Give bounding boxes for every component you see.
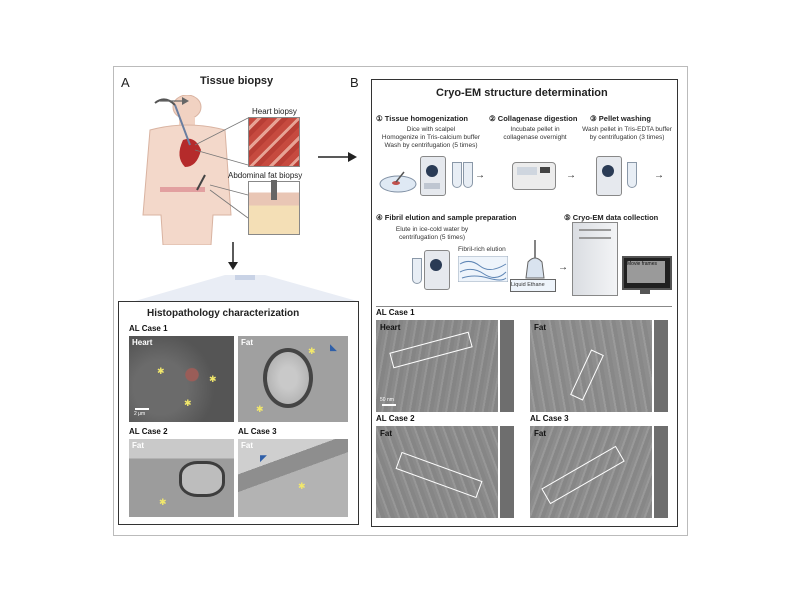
- arrow-step4-5-icon: →: [558, 262, 568, 273]
- step5-title: ⑤ Cryo-EM data collection: [564, 213, 659, 222]
- fibril-label: Fibril-rich elution: [458, 246, 506, 253]
- step3-text: Wash pellet in Tris-EDTA buffer by centr…: [582, 126, 672, 141]
- tube-icon: [452, 162, 462, 188]
- em-case1-fat-zoom: [654, 320, 668, 412]
- arrow-step1-2-icon: →: [475, 170, 485, 181]
- step1-text: Dice with scalpel Homogenize in Tris-cal…: [381, 126, 481, 149]
- amyloid-star-icon: ✱: [256, 404, 264, 414]
- histo-case1-fat-image: Fat ✱ ✱ ◣: [238, 336, 348, 422]
- homogenizer-icon: [424, 250, 450, 290]
- slide-fan: [135, 275, 357, 301]
- panel-b-letter: B: [350, 75, 359, 90]
- amyloid-star-icon: ✱: [157, 366, 165, 376]
- fibril-box: [389, 331, 473, 369]
- histo-case2-fat-image: Fat ✱: [129, 439, 234, 517]
- em-case3-label: AL Case 3: [530, 414, 569, 423]
- tube-icon: [627, 162, 637, 188]
- em-case2-fat-zoom: [500, 426, 514, 518]
- fibril-box: [570, 349, 604, 401]
- histo-scale-label: 2 μm: [134, 411, 146, 417]
- arrowhead-icon: ◤: [260, 453, 267, 463]
- step4-text: Elute in ice-cold water by centrifugatio…: [395, 226, 469, 241]
- fat-biopsy-label: Abdominal fat biopsy: [228, 171, 303, 180]
- arrow-to-panel-b-icon: [318, 152, 357, 162]
- em-fat-label: Fat: [380, 429, 392, 438]
- histo-fat-label: Fat: [241, 338, 253, 347]
- amyloid-star-icon: ✱: [209, 374, 217, 384]
- amyloid-star-icon: ✱: [184, 398, 192, 408]
- histo-case1-label: AL Case 1: [129, 324, 168, 333]
- histo-case3-label: AL Case 3: [238, 427, 277, 436]
- histo-case3-fat-image: Fat ✱ ◤: [238, 439, 348, 517]
- amyloid-star-icon: ✱: [298, 481, 306, 491]
- fibril-solution-image: [458, 256, 508, 282]
- divider: [376, 306, 672, 307]
- tube-icon: [463, 162, 473, 188]
- em-case1-heart-zoom: [500, 320, 514, 412]
- microscope-icon: [572, 222, 618, 296]
- arrowhead-icon: ◣: [330, 342, 337, 352]
- step1-title: ① Tissue homogenization: [376, 114, 469, 123]
- heart-biopsy-image: [248, 117, 300, 167]
- panel-b-box: Cryo-EM structure determination ① Tissue…: [371, 79, 678, 527]
- incubator-icon: [512, 162, 556, 190]
- ethane-box: [510, 279, 556, 292]
- catheter-arrow-icon: [160, 97, 189, 105]
- histo-case2-label: AL Case 2: [129, 427, 168, 436]
- homogenizer-icon: [596, 156, 622, 196]
- step3-title: ③ Pellet washing: [590, 114, 651, 123]
- histo-title: Histopathology characterization: [147, 308, 300, 319]
- step2-text: Incubate pellet in collagenase overnight: [503, 126, 567, 141]
- amyloid-star-icon: ✱: [159, 497, 167, 507]
- em-heart-label: Heart: [380, 323, 401, 332]
- em-scale-label: 50 nm: [380, 397, 394, 403]
- inset-connectors: [194, 117, 249, 219]
- monitor-stand: [640, 290, 650, 294]
- fat-vesicle: [263, 348, 313, 408]
- fibril-box: [541, 445, 625, 505]
- arrow-step2-3-icon: →: [566, 170, 576, 181]
- fibril-box: [395, 451, 483, 499]
- petri-dish-icon: [379, 171, 417, 193]
- em-fat-label: Fat: [534, 429, 546, 438]
- monitor-icon: Movie frames: [622, 256, 672, 290]
- arrow-step3-4-icon: →: [654, 170, 664, 181]
- em-case2-label: AL Case 2: [376, 414, 415, 423]
- histo-case1-heart-image: Heart ✱ ✱ ✱ 2 μm: [129, 336, 234, 422]
- em-case3-fat-zoom: [654, 426, 668, 518]
- plunge-freezer-icon: [525, 240, 545, 279]
- em-case1-label: AL Case 1: [376, 308, 415, 317]
- em-scale-bar: [382, 404, 396, 406]
- movie-frames-label: Movie frames: [627, 261, 658, 267]
- arrow-down-icon: [228, 242, 238, 270]
- panel-a-title: Tissue biopsy: [200, 75, 274, 87]
- fat-membrane: [179, 461, 225, 497]
- ethane-label: Liquid Ethane: [511, 282, 545, 288]
- heart-biopsy-label: Heart biopsy: [252, 107, 297, 116]
- panel-b-title: Cryo-EM structure determination: [436, 87, 608, 99]
- homogenizer-icon: [420, 156, 446, 196]
- histo-heart-label: Heart: [132, 338, 153, 347]
- histo-fat-label: Fat: [132, 441, 144, 450]
- histo-fat-label: Fat: [241, 441, 253, 450]
- em-case3-fat-image: Fat: [530, 426, 652, 518]
- amyloid-star-icon: ✱: [308, 346, 316, 356]
- em-case2-fat-image: Fat: [376, 426, 498, 518]
- histopathology-box: Histopathology characterization AL Case …: [118, 301, 359, 525]
- em-fat-label: Fat: [534, 323, 546, 332]
- step4-title: ④ Fibril elution and sample preparation: [376, 213, 517, 222]
- fat-biopsy-image: [248, 180, 300, 235]
- step2-title: ② Collagenase digestion: [489, 114, 578, 123]
- em-case1-fat-image: Fat: [530, 320, 652, 412]
- body-illustration: [142, 95, 232, 245]
- em-case1-heart-image: Heart 50 nm: [376, 320, 498, 412]
- histo-scale-bar: [135, 408, 149, 410]
- tube-icon: [412, 258, 422, 284]
- figure-frame: [113, 66, 688, 536]
- panel-a-letter: A: [121, 75, 130, 90]
